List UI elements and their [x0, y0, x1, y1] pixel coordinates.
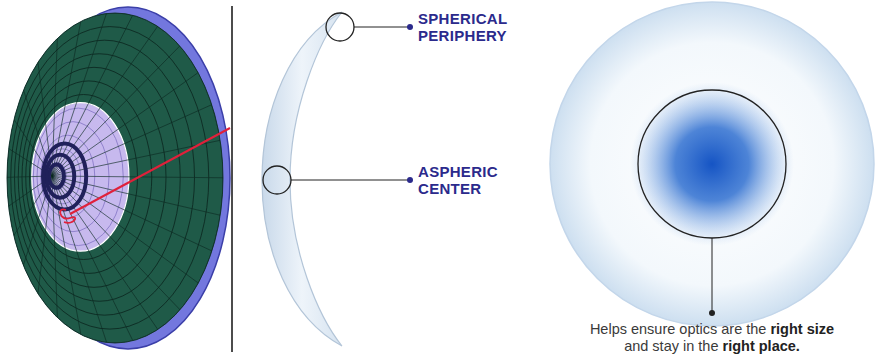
dark-ring — [49, 165, 64, 188]
mesh-spoke — [52, 0, 86, 176]
mesh-spoke — [52, 176, 217, 296]
mesh-spoke — [52, 0, 144, 176]
divider — [231, 6, 233, 352]
mesh-spoke — [52, 176, 86, 358]
leader-dot — [407, 24, 413, 30]
lens-profile — [262, 12, 342, 346]
mesh-spoke — [52, 176, 144, 358]
lens-disc — [550, 2, 874, 326]
mesh-spoke — [52, 7, 171, 176]
mesh-ring — [18, 54, 180, 302]
mesh-spoke — [52, 29, 196, 176]
dark-ring — [46, 155, 74, 198]
mesh-ring — [15, 40, 195, 315]
mesh-grid — [0, 0, 245, 358]
callout-label: ASPHERIC CENTER — [418, 163, 528, 197]
lens-side-view — [262, 12, 413, 346]
mesh-spoke — [52, 176, 196, 327]
dark-ring — [43, 143, 86, 209]
mesh-ring — [11, 27, 209, 330]
ray-loop — [60, 209, 75, 222]
callout-label: SPHERICAL PERIPHERY — [418, 10, 528, 44]
caption-emphasis: right size — [770, 321, 834, 337]
mesh-spoke — [52, 96, 232, 176]
leader-dot — [407, 177, 413, 183]
leader-dot — [709, 310, 715, 316]
ray-line — [70, 128, 230, 214]
mesh-spoke — [52, 176, 232, 260]
mesh-spoke — [52, 0, 115, 176]
leader-line — [291, 180, 408, 181]
caption-text: and stay in the — [624, 338, 718, 354]
mesh-spoke — [52, 176, 115, 358]
mesh-ring — [7, 13, 223, 343]
callout-circle — [326, 13, 354, 41]
leader-line — [712, 238, 713, 312]
caption-text: Helps ensure optics are the — [590, 321, 767, 337]
optic-outline — [638, 90, 786, 238]
caption-block: Helps ensure optics are the right size an… — [588, 321, 837, 355]
leader-line — [354, 27, 408, 28]
mesh-spoke — [52, 176, 171, 349]
callout-circle — [263, 166, 291, 194]
lens-mesh-model — [0, 0, 245, 358]
lens-dome — [7, 13, 223, 343]
caption-emphasis: right place. — [723, 338, 800, 354]
lens-front-view — [550, 2, 874, 326]
mesh-spoke — [52, 176, 245, 178]
optic-zone — [630, 82, 794, 246]
